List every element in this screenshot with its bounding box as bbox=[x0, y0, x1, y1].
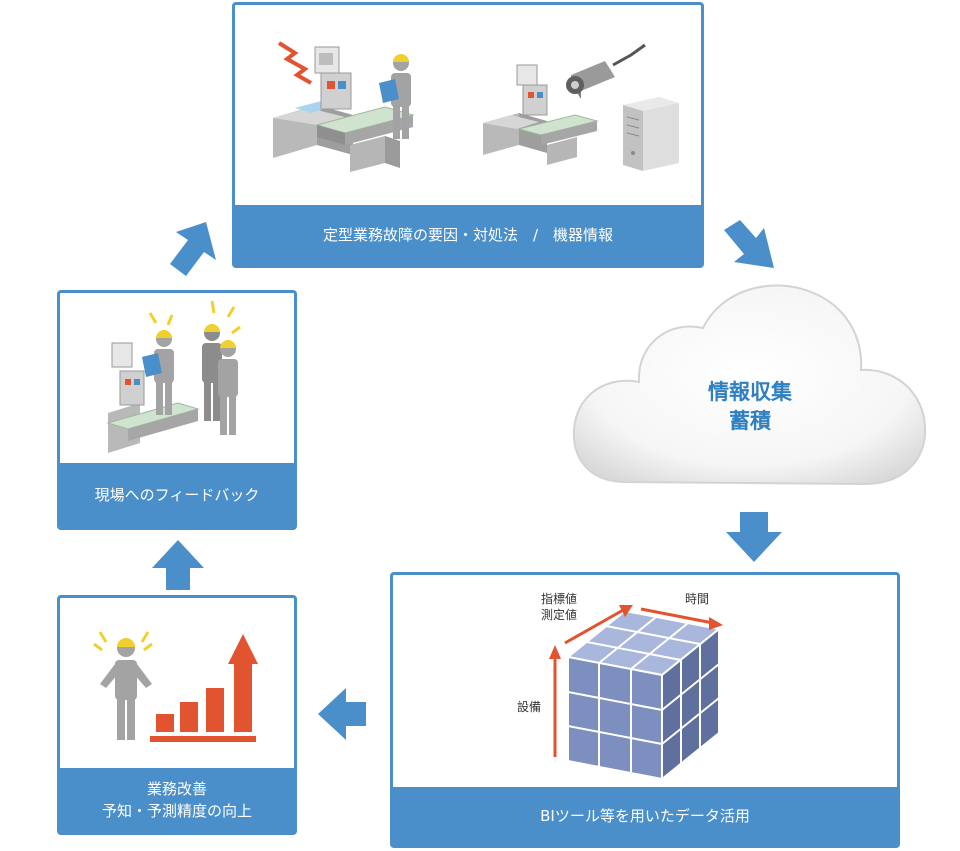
collect-illustration bbox=[273, 41, 679, 172]
cube-illustration bbox=[549, 605, 723, 782]
alert-icon bbox=[93, 631, 153, 652]
worker-icon bbox=[379, 54, 411, 139]
collect-label: 定型業務故障の要因・対処法 / 機器情報 bbox=[235, 205, 701, 265]
cube-icon bbox=[565, 609, 722, 782]
axis-equipment-label: 設備 bbox=[517, 700, 542, 714]
worker-icon bbox=[100, 638, 152, 740]
axis-time-label: 時間 bbox=[685, 592, 710, 606]
axis-metrics-label: 指標値 測定値 bbox=[541, 592, 578, 622]
cloud-label-line2: 蓄積 bbox=[729, 409, 771, 433]
feedback-label: 現場へのフィードバック bbox=[60, 463, 294, 527]
collect-panel: 定型業務故障の要因・対処法 / 機器情報 bbox=[232, 2, 704, 268]
flow-arrow-icon bbox=[152, 540, 204, 590]
flow-arrow-icon bbox=[318, 688, 366, 740]
worker-icon bbox=[142, 330, 174, 415]
worker-icon bbox=[218, 340, 238, 435]
worker-icon bbox=[202, 324, 222, 421]
axis-arrows bbox=[549, 605, 723, 757]
alert-icon bbox=[277, 41, 312, 85]
bar-chart-icon bbox=[150, 634, 258, 742]
cloud-icon bbox=[572, 284, 927, 486]
alert-icon bbox=[148, 300, 241, 335]
machine-icon bbox=[108, 342, 145, 453]
improve-label-line1: 業務改善 bbox=[146, 780, 207, 798]
cloud-label: 情報収集 蓄積 bbox=[640, 378, 860, 436]
improve-label-line2: 予知・予測精度の向上 bbox=[101, 802, 252, 820]
feedback-panel: 現場へのフィードバック bbox=[57, 290, 297, 530]
cloud-label-line1: 情報収集 bbox=[708, 380, 792, 404]
flow-arrow-icon bbox=[170, 222, 216, 276]
conveyor-icon bbox=[106, 402, 200, 441]
camera-icon bbox=[566, 43, 646, 99]
analyze-label: BIツール等を用いたデータ活用 bbox=[393, 787, 897, 845]
machine-icon bbox=[483, 64, 548, 155]
improve-illustration bbox=[93, 631, 258, 742]
conveyor-icon bbox=[315, 106, 415, 172]
server-icon bbox=[623, 97, 679, 171]
feedback-illustration bbox=[106, 300, 241, 453]
improve-panel: 業務改善 予知・予測精度の向上 bbox=[57, 595, 297, 835]
improve-label: 業務改善 予知・予測精度の向上 bbox=[60, 768, 294, 832]
conveyor-icon bbox=[517, 114, 599, 165]
flow-arrow-icon bbox=[726, 512, 782, 562]
flow-arrow-icon bbox=[724, 220, 774, 268]
analyze-panel: 指標値 測定値 時間 設備 BIツール等を用いたデータ活用 bbox=[390, 572, 900, 848]
